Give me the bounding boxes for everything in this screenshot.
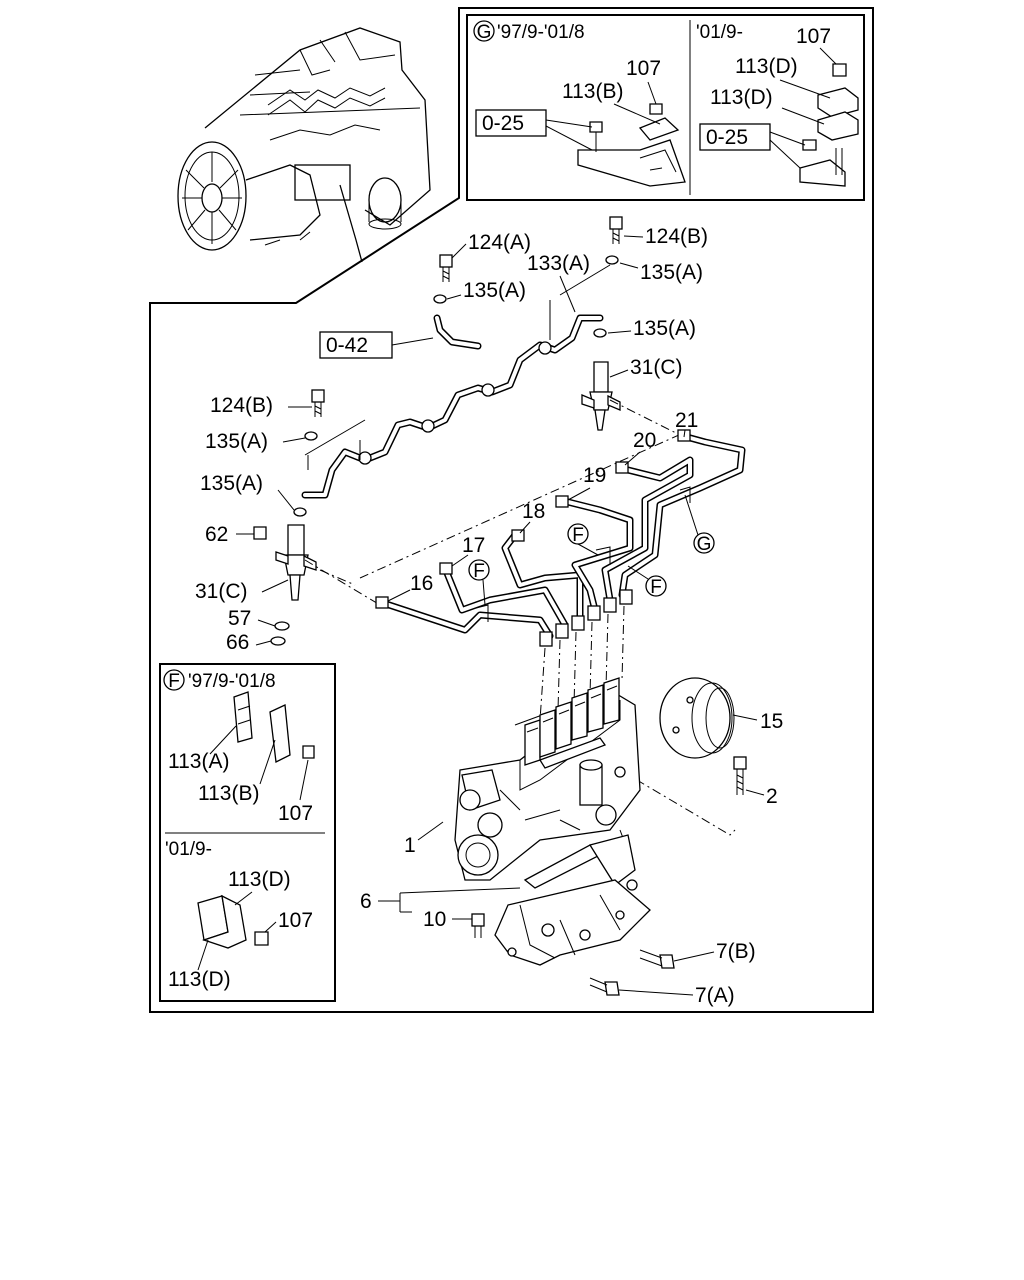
label-135a-left-2: 135(A) (200, 472, 263, 495)
label-113a-f: 113(A) (168, 750, 229, 773)
bolt-7b (639, 949, 675, 969)
label-18: 18 (522, 500, 545, 523)
clamp-113b-f (269, 704, 291, 763)
clamp-113d-f-back (201, 894, 247, 949)
label-135a-left-1: 135(A) (205, 430, 268, 453)
ref-0-25-right: 0-25 (706, 126, 748, 149)
coupling-15 (659, 677, 735, 759)
label-133a: 133(A) (527, 252, 590, 275)
injector-left (253, 524, 317, 646)
injection-pump-1 (454, 677, 641, 881)
label-113b-f: 113(B) (198, 782, 259, 805)
engine-overview-illustration (177, 27, 431, 263)
bolt-7a (589, 977, 620, 996)
label-6: 6 (360, 890, 372, 913)
label-113d-g-right-1: 113(D) (735, 55, 798, 78)
label-7a: 7(A) (695, 984, 735, 1007)
label-17: 17 (462, 534, 485, 557)
callout-g-1: G (697, 534, 712, 555)
ref-0-42: 0-42 (326, 334, 368, 357)
label-107-f-bottom: 107 (278, 909, 313, 932)
label-113b-g-left: 113(B) (562, 80, 623, 103)
label-1: 1 (404, 834, 416, 857)
inset-f-bottom-period: '01/9- (165, 839, 212, 860)
label-113d-f-2: 113(D) (168, 968, 231, 991)
bracket-6 (494, 834, 651, 966)
label-15: 15 (760, 710, 783, 733)
ref-box-0-25-left (475, 109, 547, 137)
inset-g-right-period: '01/9- (696, 22, 743, 43)
inset-g-panel: G '97/9-'01/8 '01/9- 107 113(B) 0-25 107… (466, 14, 865, 201)
label-135a-1: 135(A) (640, 261, 703, 284)
clamp-113d-g-upper (817, 87, 859, 118)
label-19: 19 (583, 464, 606, 487)
label-57: 57 (228, 607, 251, 630)
label-7b: 7(B) (716, 940, 756, 963)
label-113d-g-right-2: 113(D) (710, 86, 773, 109)
label-113d-f-1: 113(D) (228, 868, 291, 891)
ref-0-25-left: 0-25 (482, 112, 524, 135)
bolt-10 (471, 913, 485, 938)
inset-g-marker: G (477, 22, 492, 43)
inset-f-top-period: '97/9-'01/8 (188, 671, 276, 692)
clamp-113d-g-lower (817, 111, 859, 141)
inset-g-left-period: '97/9-'01/8 (497, 22, 585, 43)
callout-f-2: F (473, 561, 485, 582)
banjo-bolts-top (293, 216, 623, 517)
injection-pipes-16-21 (375, 429, 746, 647)
label-124b-top: 124(B) (645, 225, 708, 248)
label-66: 66 (226, 631, 249, 654)
label-124a: 124(A) (468, 231, 531, 254)
label-2: 2 (766, 785, 778, 808)
main-frame (149, 7, 874, 1013)
label-31c-left: 31(C) (195, 580, 248, 603)
label-107-g-right: 107 (796, 25, 831, 48)
inset-f-marker: F (168, 671, 180, 692)
clamp-113b-upper (638, 117, 680, 141)
inset-f-panel: F '97/9-'01/8 '01/9- 113(A) 113(B) 107 1… (159, 663, 336, 1002)
label-21: 21 (675, 409, 698, 432)
label-124b-left: 124(B) (210, 394, 273, 417)
callout-f-3: F (650, 577, 662, 598)
label-135a-3: 135(A) (633, 317, 696, 340)
label-107-g-left: 107 (626, 57, 661, 80)
callout-f-1: F (572, 525, 584, 546)
leak-off-pipe-133a (301, 264, 611, 499)
clamp-113a-f (233, 691, 253, 743)
label-20: 20 (633, 429, 656, 452)
injector-right (581, 361, 621, 431)
label-135a-2: 135(A) (463, 279, 526, 302)
clamp-113b-g-left (577, 139, 686, 187)
ref-box-0-25-right (699, 123, 771, 151)
bolt-2 (733, 756, 747, 795)
label-62: 62 (205, 523, 228, 546)
label-10: 10 (423, 908, 446, 931)
label-16: 16 (410, 572, 433, 595)
label-31c-right: 31(C) (630, 356, 683, 379)
label-107-f-top: 107 (278, 802, 313, 825)
